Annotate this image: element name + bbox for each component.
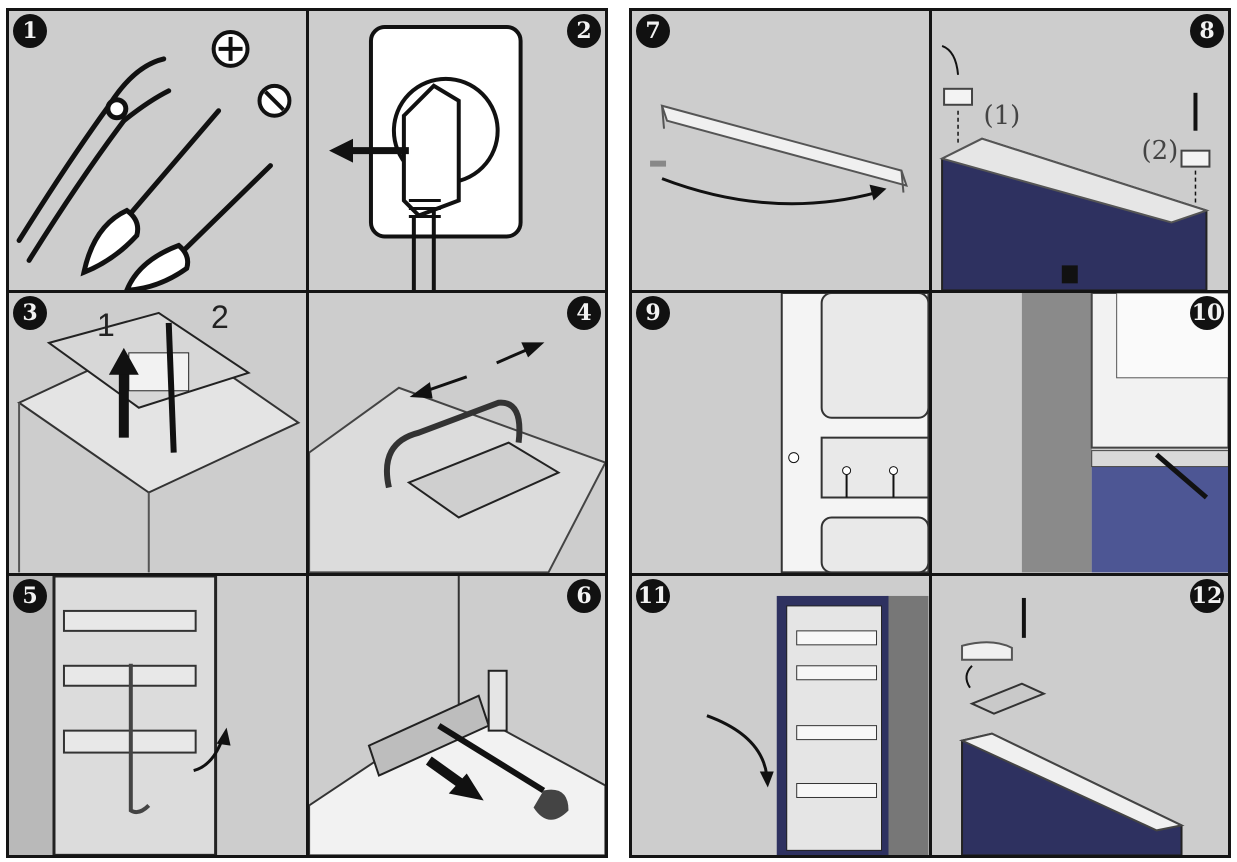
step-number-badge: 4 xyxy=(567,296,601,331)
step-number-badge: 9 xyxy=(636,296,670,331)
top-hinge-refit-illustration xyxy=(958,597,1185,855)
flat-screwdriver-icon xyxy=(124,163,273,291)
step-number-badge: 6 xyxy=(567,578,601,613)
step-number-badge: 8 xyxy=(1190,14,1224,48)
arrow-curve-icon xyxy=(941,44,959,75)
step-number-badge: 7 xyxy=(636,14,670,48)
label-2: 2 xyxy=(211,299,229,336)
step-1-panel: 1 xyxy=(9,11,306,291)
door-top-caps-illustration xyxy=(938,44,1210,291)
hinge-cover-icon xyxy=(960,641,1013,661)
step-11-panel: 11 xyxy=(632,575,929,855)
unplug-illustration xyxy=(328,24,523,291)
flat-symbol-icon xyxy=(257,83,292,118)
screwdriver-icon xyxy=(1154,453,1208,500)
curved-arrow-icon xyxy=(706,713,769,776)
step-number-badge: 5 xyxy=(13,578,47,613)
cabinet-side-illustration xyxy=(780,293,929,573)
label-part-1: (1) xyxy=(983,101,1021,131)
hinge-bracket-icon xyxy=(406,441,561,519)
step-8-panel: 8 (1) (2) xyxy=(931,11,1228,291)
plug-icon xyxy=(401,83,461,218)
step-7-panel: 7 xyxy=(632,11,929,291)
phillips-screwdriver-icon xyxy=(80,108,222,277)
hinge-plate-icon xyxy=(968,682,1046,715)
top-hinge-cover-illustration xyxy=(17,312,301,573)
step-9-panel: 9 xyxy=(632,293,929,573)
arrow-down-right-icon xyxy=(425,756,484,801)
label-1: 1 xyxy=(97,307,115,344)
step-number-badge: 12 xyxy=(1190,578,1224,613)
step-number-badge: 11 xyxy=(636,578,670,613)
arrow-left-icon xyxy=(328,138,409,163)
bottom-hinge-illustration xyxy=(308,575,605,855)
door-shelves-illustration xyxy=(9,575,231,855)
screw-icon xyxy=(788,452,800,464)
step-10-panel: 10 xyxy=(931,293,1228,573)
instruction-grid-right: 7 8 (1) (2) 9 xyxy=(629,8,1231,858)
phillips-symbol-icon xyxy=(211,29,250,68)
step-12-panel: 12 xyxy=(931,575,1228,855)
pliers-icon xyxy=(16,56,172,263)
screwdriver-icon xyxy=(165,323,177,454)
middle-hinge-illustration xyxy=(1021,293,1228,573)
label-part-2: (2) xyxy=(1141,136,1179,166)
cable-icon xyxy=(383,400,522,489)
door-refit-illustration xyxy=(706,595,929,855)
hinge-wire-illustration xyxy=(308,342,605,573)
step-3-panel: 3 1 2 xyxy=(9,293,306,573)
bracket-icon xyxy=(660,104,908,188)
curved-arrow-icon xyxy=(661,177,877,206)
tools-illustration xyxy=(16,29,292,291)
double-arrow-icon xyxy=(409,342,544,399)
step-6-panel: 6 xyxy=(308,575,605,855)
step-5-panel: 5 xyxy=(9,575,306,855)
arrow-up-icon xyxy=(108,348,139,438)
step-number-badge: 1 xyxy=(13,14,47,48)
step-number-badge: 2 xyxy=(567,14,601,48)
step-number-badge: 10 xyxy=(1190,296,1224,331)
cabinet-icon xyxy=(1091,462,1228,573)
step-2-panel: 2 xyxy=(308,11,605,291)
instruction-grid-left: 1 xyxy=(6,8,608,858)
top-bracket-transfer-illustration xyxy=(650,104,908,206)
step-4-panel: 4 xyxy=(308,293,605,573)
screwdriver-icon xyxy=(436,722,545,793)
step-number-badge: 3 xyxy=(13,296,47,331)
